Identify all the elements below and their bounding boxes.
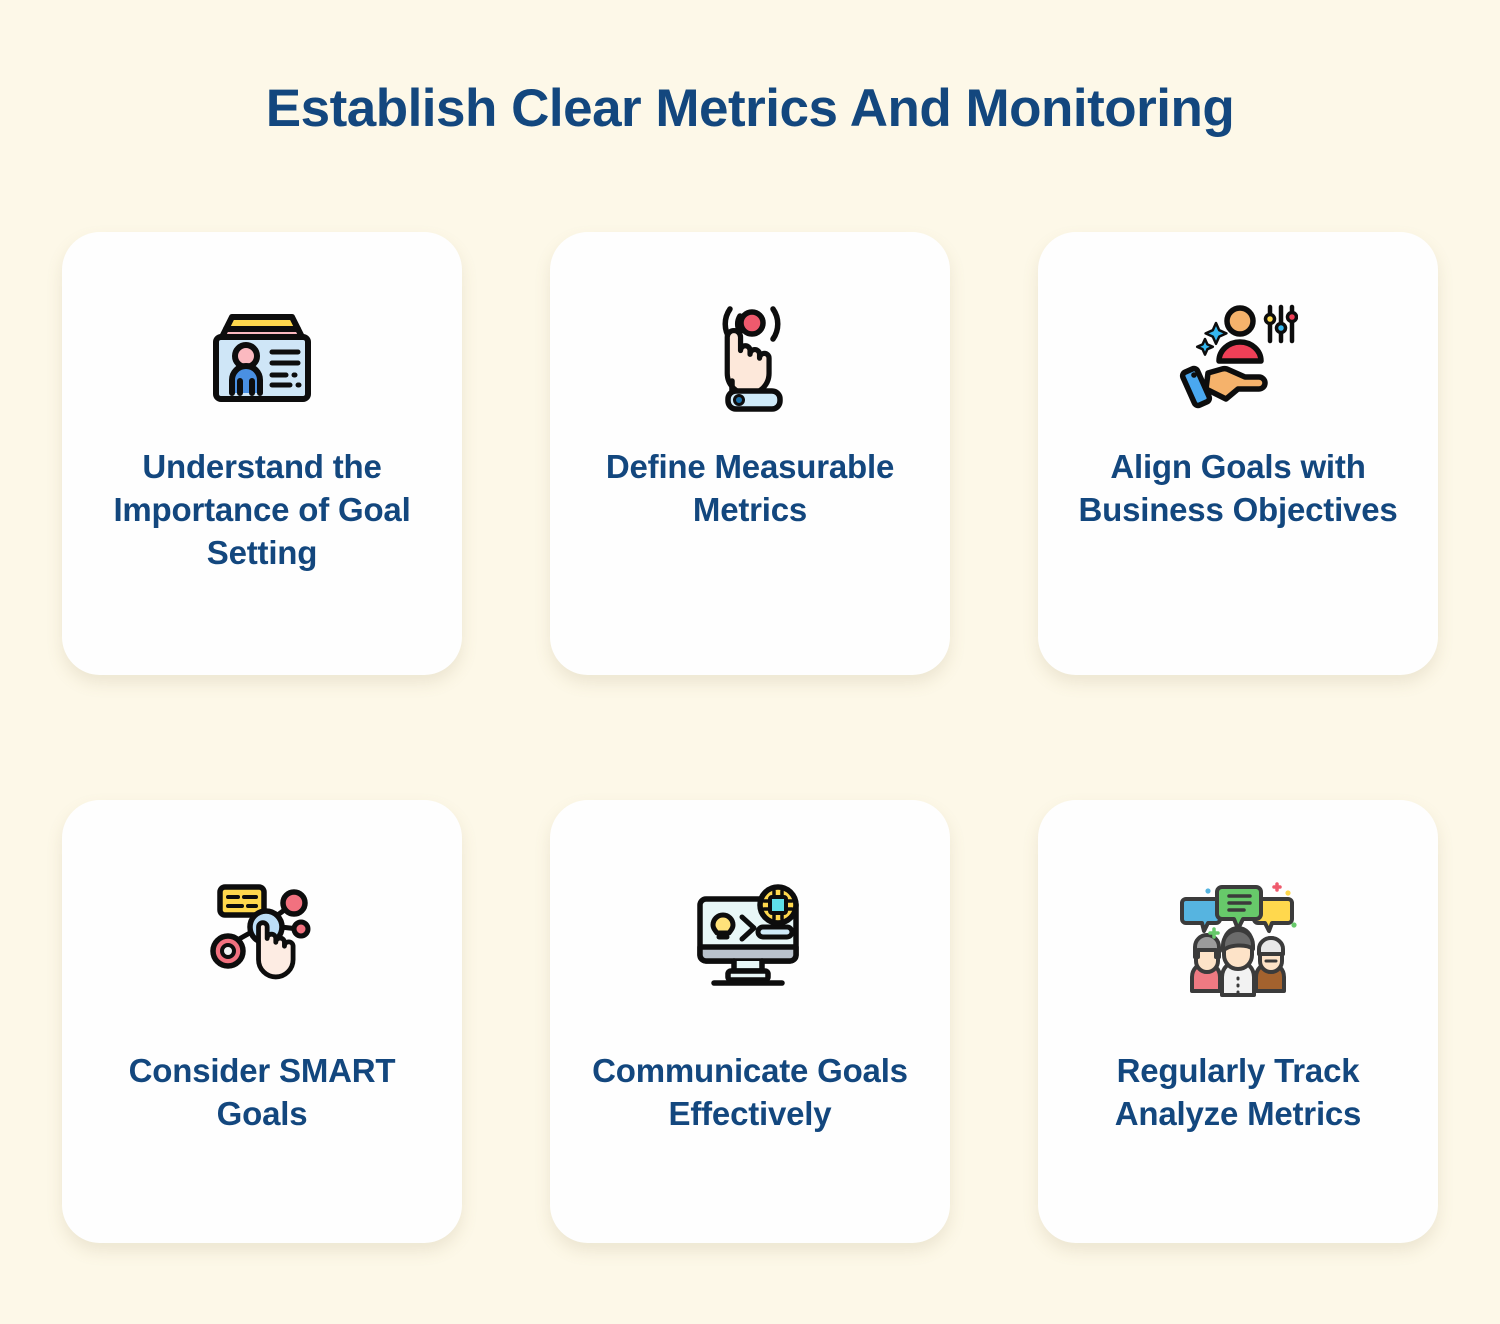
people-speech-bubbles-icon — [1173, 872, 1303, 1002]
card-align-goals-with-business-objectives[interactable]: Align Goals with Business Objectives — [1038, 232, 1438, 675]
hand-tap-button-icon — [685, 290, 815, 420]
card-consider-smart-goals[interactable]: Consider SMART Goals — [62, 800, 462, 1243]
card-regularly-track-analyze-metrics[interactable]: Regularly Track Analyze Metrics — [1038, 800, 1438, 1243]
card-label: Understand the Importance of Goal Settin… — [113, 448, 411, 571]
network-nodes-hand-icon — [197, 872, 327, 1002]
page-title: Establish Clear Metrics And Monitoring — [265, 79, 1235, 138]
card-understand-importance-of-goal-setting[interactable]: Understand the Importance of Goal Settin… — [62, 232, 462, 675]
monitor-code-chip-icon — [685, 872, 815, 1002]
hand-holding-user-settings-icon — [1173, 290, 1303, 420]
card-communicate-goals-effectively[interactable]: Communicate Goals Effectively — [550, 800, 950, 1243]
card-define-measurable-metrics[interactable]: Define Measurable Metrics — [550, 232, 950, 675]
card-label: Regularly Track Analyze Metrics — [1114, 1052, 1362, 1132]
card-label: Align Goals with Business Objectives — [1078, 448, 1398, 528]
card-label: Consider SMART Goals — [128, 1052, 396, 1132]
card-label: Define Measurable Metrics — [605, 448, 895, 528]
card-grid: Understand the Importance of Goal Settin… — [62, 232, 1438, 1243]
id-card-profile-icon — [197, 290, 327, 420]
card-label: Communicate Goals Effectively — [592, 1052, 908, 1132]
